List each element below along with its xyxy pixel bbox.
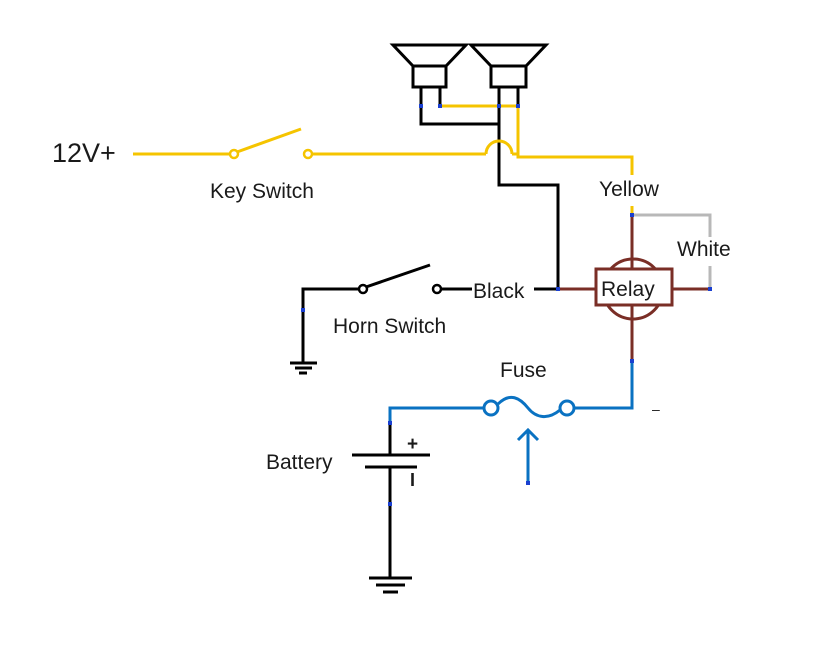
horn-speaker-left bbox=[389, 43, 470, 89]
connection-nodes bbox=[301, 104, 712, 506]
supply-label: 12V+ bbox=[52, 138, 116, 168]
speaker-yellow-wires bbox=[438, 87, 634, 175]
horn-switch[interactable] bbox=[301, 263, 558, 363]
fuse-label: Fuse bbox=[500, 359, 547, 382]
arrow-up-icon bbox=[516, 427, 540, 483]
battery-plus-sign: + bbox=[407, 434, 418, 455]
relay-label: Relay bbox=[601, 278, 655, 301]
ground-symbol-battery bbox=[369, 576, 412, 594]
horn-speaker-right bbox=[467, 43, 550, 89]
white-wire-top bbox=[632, 213, 712, 237]
key-switch[interactable] bbox=[133, 127, 518, 160]
battery[interactable] bbox=[352, 423, 430, 578]
key-switch-label: Key Switch bbox=[210, 180, 314, 203]
black-wire-label: Black bbox=[473, 280, 525, 303]
ground-symbol-horn bbox=[290, 361, 317, 375]
fuse[interactable] bbox=[388, 361, 634, 423]
relay[interactable] bbox=[558, 215, 710, 361]
speaker-black-wires bbox=[419, 87, 560, 289]
battery-label: Battery bbox=[266, 451, 333, 474]
minus-mark: – bbox=[652, 401, 660, 417]
white-wire-label: White bbox=[677, 238, 731, 261]
battery-minus-sign: I bbox=[410, 470, 415, 490]
horn-switch-label: Horn Switch bbox=[333, 315, 446, 338]
yellow-wire-label: Yellow bbox=[599, 178, 660, 201]
